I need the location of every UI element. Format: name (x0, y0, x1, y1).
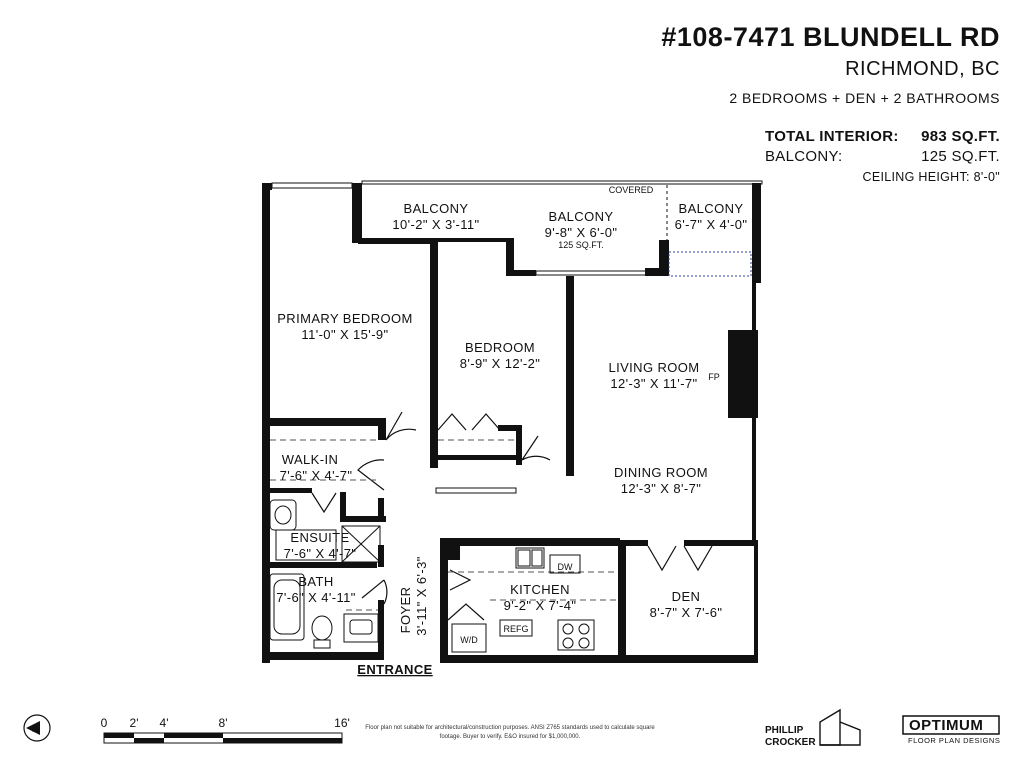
ensuite-dims: 7'-6" X 4'-7" (284, 546, 357, 561)
ceiling-height: CEILING HEIGHT: 8'-0" (862, 170, 1000, 184)
washer-dryer (451, 623, 487, 653)
entrance-label: ENTRANCE (357, 662, 432, 677)
stove (557, 619, 595, 651)
kitchen-name: KITCHEN (510, 582, 570, 597)
dining-room-name: DINING ROOM (614, 465, 708, 480)
bath-vanity (343, 613, 379, 643)
total-interior-label: TOTAL INTERIOR: (765, 128, 899, 145)
balcony-left-dims: 10'-2" X 3'-11" (392, 217, 479, 232)
balcony-right-dims: 6'-7" X 4'-0" (675, 217, 748, 232)
phillip-crocker-logo (819, 708, 861, 746)
balcony-right-name: BALCONY (679, 201, 744, 216)
refrigerator-label: REFG (503, 624, 528, 634)
balcony-area-label: BALCONY: (765, 148, 843, 165)
balcony-mid-name: BALCONY (549, 209, 614, 224)
scale-tick-16: 16' (334, 716, 350, 730)
doors (311, 411, 713, 621)
bath-dims: 7'-6" X 4'-11" (276, 590, 356, 605)
property-city: RICHMOND, BC (845, 58, 1000, 80)
property-address: #108-7471 BLUNDELL RD (661, 22, 1000, 52)
den-dims: 8'-7" X 7'-6" (650, 605, 723, 620)
toilet (311, 615, 333, 641)
north-label: N (32, 725, 38, 734)
scale-tick-0: 0 (101, 716, 108, 730)
scale-tick-4: 4' (160, 716, 169, 730)
ensuite-tub (275, 529, 337, 561)
dashed-lines (270, 439, 618, 611)
disclaimer: Floor plan not suitable for architectura… (365, 725, 655, 740)
living-room-dims: 12'-3" X 11'-7" (610, 376, 697, 391)
brand-phillip-crocker: PHILLIP CROCKER (765, 725, 816, 749)
bath-name: BATH (298, 574, 333, 589)
ensuite-sink-basin (274, 505, 292, 525)
brand-optimum-sub: FLOOR PLAN DESIGNS (908, 736, 1001, 745)
balcony-mid-area: 125 SQ.FT. (558, 240, 604, 250)
fireplace-label: FP (708, 372, 720, 382)
balcony-area-value: 125 SQ.FT. (921, 148, 1000, 165)
ensuite-sink (269, 499, 297, 531)
foyer-dims: 3'-11" X 6'-3" (414, 556, 429, 636)
kitchen-dims: 9'-2" X 7'-4" (504, 598, 577, 613)
total-interior-value: 983 SQ.FT. (921, 128, 1000, 145)
balcony-left-name: BALCONY (404, 201, 469, 216)
den-name: DEN (672, 589, 701, 604)
bathtub (269, 573, 305, 641)
primary-bedroom-dims: 11'-0" X 15'-9" (301, 327, 388, 342)
covered-label: COVERED (609, 185, 654, 195)
bedroom-dims: 8'-9" X 12'-2" (460, 356, 541, 371)
room-summary: 2 BEDROOMS + DEN + 2 BATHROOMS (729, 90, 1000, 106)
brand-line-2: CROCKER (765, 737, 816, 748)
windows (271, 180, 763, 494)
dishwasher (549, 554, 581, 574)
north-arrow: N (23, 714, 51, 742)
walkin-name: WALK-IN (282, 452, 339, 467)
walkin-dims: 7'-6" X 4'-7" (280, 468, 353, 483)
interior-walls (262, 276, 758, 660)
washer-dryer-label: W/D (460, 635, 478, 645)
kitchen-sink (515, 547, 545, 569)
balcony-mid-dims: 9'-8" X 6'-0" (545, 225, 618, 240)
ensuite-name: ENSUITE (290, 530, 349, 545)
primary-bedroom-name: PRIMARY BEDROOM (277, 311, 413, 326)
refrigerator (499, 619, 533, 637)
bedroom-name: BEDROOM (465, 340, 535, 355)
fixtures (269, 354, 745, 653)
foyer-name: FOYER (398, 587, 413, 634)
brand-optimum: OPTIMUM (909, 717, 984, 734)
scale-tick-2: 2' (130, 716, 139, 730)
ensuite-shower (341, 525, 381, 563)
dishwasher-label: DW (558, 562, 573, 572)
scale-tick-8: 8' (219, 716, 228, 730)
scale-bar: 0 2' 4' 8' 16' (101, 716, 350, 744)
brand-line-1: PHILLIP (765, 725, 804, 736)
optimum-logo (902, 715, 1000, 735)
dining-room-dims: 12'-3" X 8'-7" (621, 481, 702, 496)
living-room-name: LIVING ROOM (608, 360, 699, 375)
